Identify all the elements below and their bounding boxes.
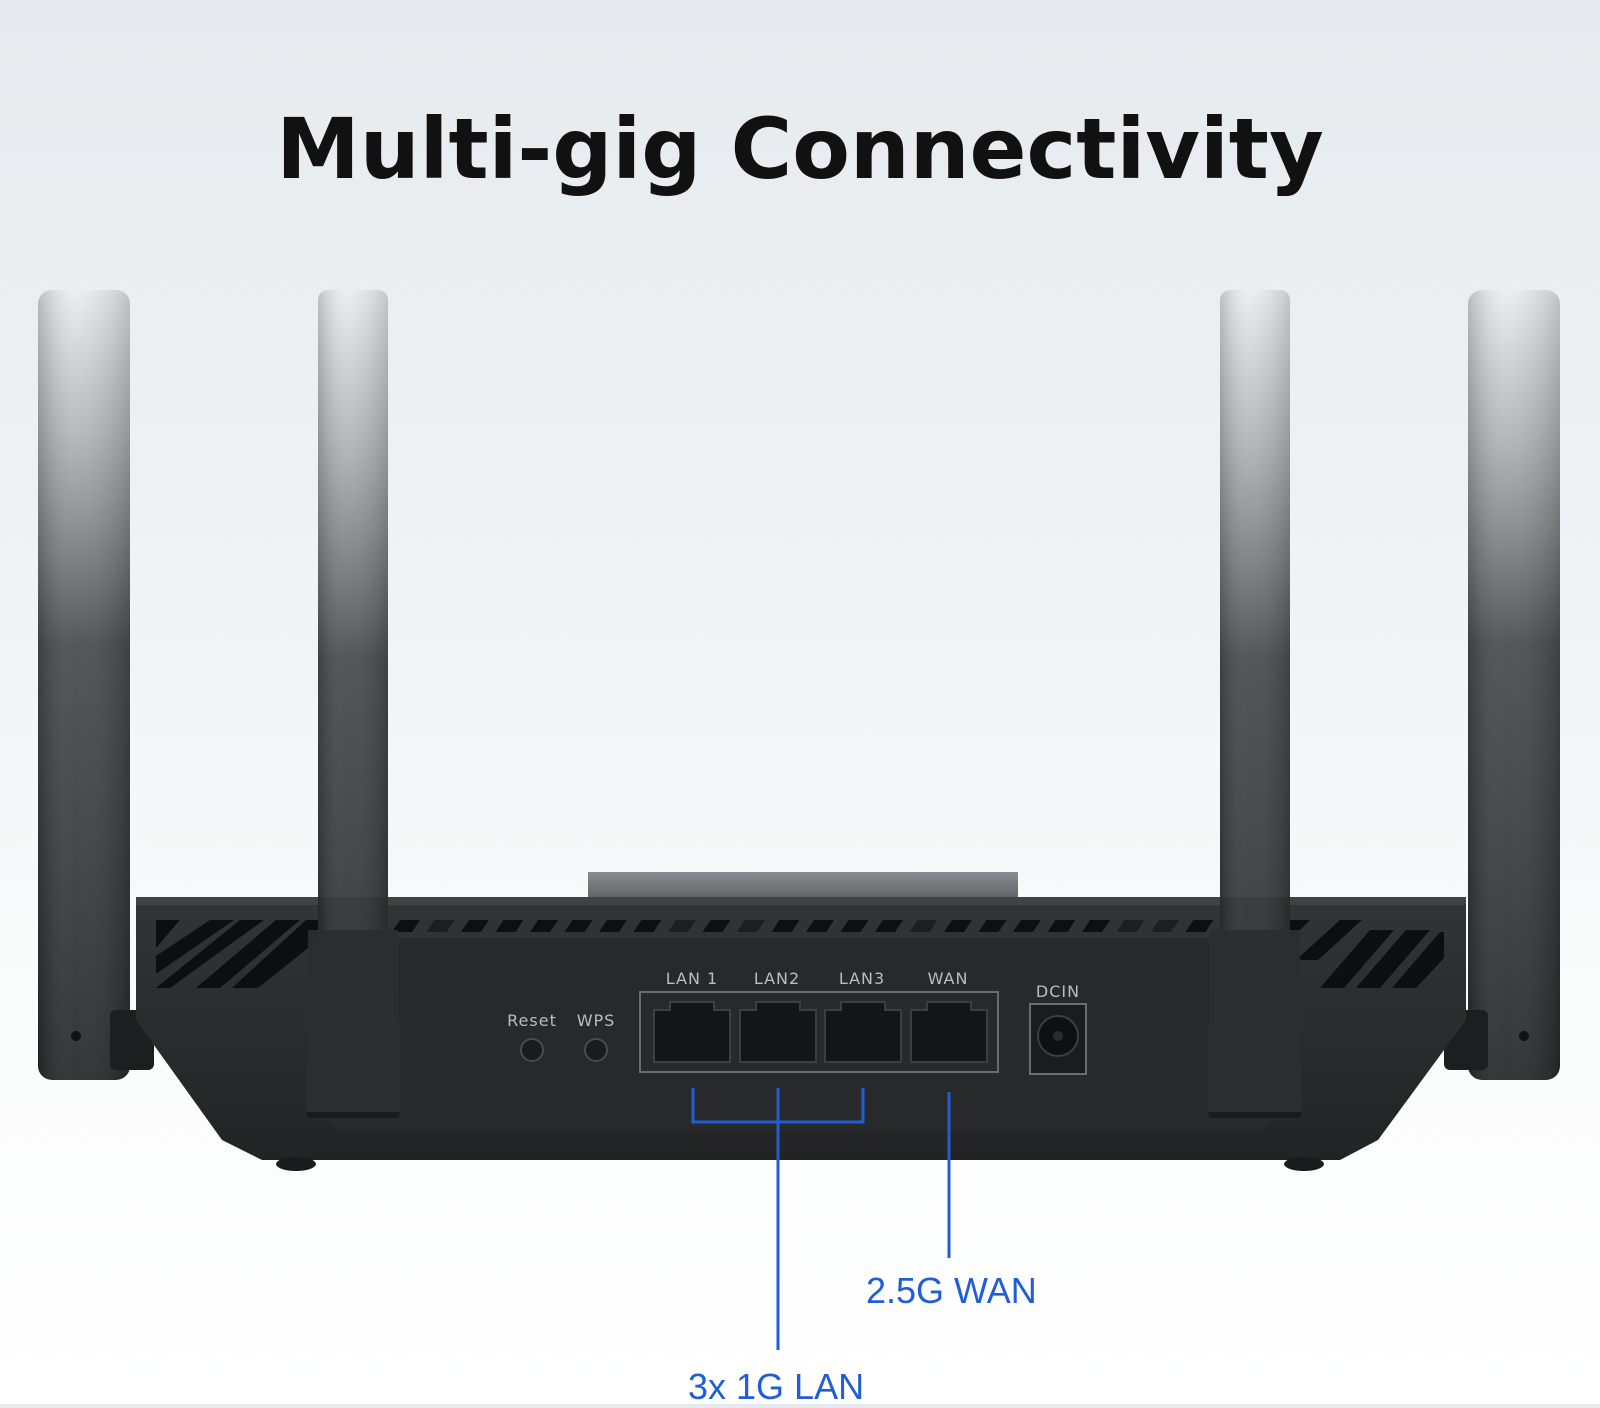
vent-slot — [978, 920, 1007, 932]
router-top-plate — [588, 872, 1018, 900]
lan1-label: LAN 1 — [666, 969, 718, 988]
vent-slot — [875, 920, 903, 932]
dc-power-jack[interactable] — [1029, 1003, 1087, 1075]
callout-wan-label: 2.5G WAN — [866, 1270, 1037, 1311]
vent-slot — [1116, 920, 1145, 932]
ethernet-port-lan2[interactable] — [739, 1001, 817, 1063]
antenna-outer-right — [1468, 290, 1560, 1080]
vent-slot — [737, 920, 765, 932]
dcin-label: DCIN — [1036, 982, 1080, 1001]
lan3-label: LAN3 — [839, 969, 885, 988]
vent-slot — [702, 920, 731, 932]
callout-lan-label: 3x 1G LAN — [688, 1366, 865, 1407]
vent-slot — [944, 920, 972, 932]
ethernet-port-lan3[interactable] — [824, 1001, 902, 1063]
port-frame — [639, 991, 999, 1073]
vent-slot — [426, 920, 455, 932]
vent-slot — [599, 920, 627, 932]
vent-slot — [1047, 920, 1076, 932]
reset-button[interactable] — [520, 1038, 544, 1062]
vent-slot — [1185, 920, 1214, 932]
ethernet-port-wan[interactable] — [910, 1001, 988, 1063]
antenna-inner-left — [306, 290, 400, 1118]
vent-slot — [1013, 920, 1041, 932]
vent-slots-top — [392, 920, 1214, 932]
headline: Multi-gig Connectivity — [276, 100, 1324, 198]
callout-lines — [691, 1088, 951, 1350]
reset-label: Reset — [507, 1011, 557, 1030]
lan2-label: LAN2 — [754, 969, 800, 988]
antenna-inner-right — [1208, 290, 1302, 1118]
vent-slot — [840, 920, 869, 932]
vent-slot — [633, 920, 662, 932]
vent-slot — [564, 920, 593, 932]
wps-button[interactable] — [584, 1038, 608, 1062]
vent-slot — [771, 920, 800, 932]
antenna-outer-left — [38, 290, 130, 1080]
vent-slot — [909, 920, 938, 932]
vent-slot — [461, 920, 489, 932]
wan-label: WAN — [928, 969, 969, 988]
vent-slot — [668, 920, 696, 932]
vent-grille-left — [156, 920, 318, 988]
vent-slot — [495, 920, 524, 932]
ethernet-port-lan1[interactable] — [653, 1001, 731, 1063]
vent-slot — [530, 920, 558, 932]
vent-slot — [1082, 920, 1110, 932]
vent-slot — [392, 920, 420, 932]
vent-slot — [806, 920, 834, 932]
wps-label: WPS — [577, 1011, 616, 1030]
vent-slot — [1151, 920, 1179, 932]
